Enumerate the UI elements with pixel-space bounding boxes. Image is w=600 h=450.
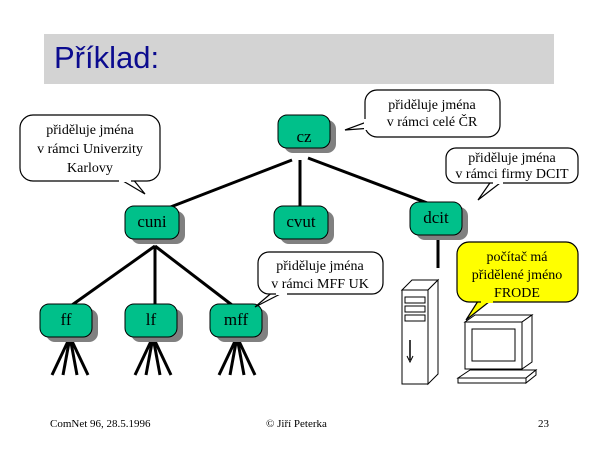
edge-cuni-ff (71, 244, 156, 307)
callout-cuni-line-3: Karlovy (67, 161, 113, 176)
callout-cuni-line-1: přiděluje jména (46, 123, 134, 138)
leaf-fans (50, 336, 257, 376)
node-cuni: cuni (124, 205, 185, 244)
fan-lf (133, 336, 173, 376)
fan-mff (217, 336, 257, 376)
node-lf: lf (124, 303, 183, 342)
node-label-lf: lf (146, 310, 157, 329)
node-label-mff: mff (224, 310, 249, 329)
footer-event: ComNet 96, 28.5.1996 (50, 418, 151, 430)
callout-computer-line-1: počítač má (486, 250, 548, 265)
callout-cuni: přiděluje jména v rámci Univerzity Karlo… (19, 114, 161, 195)
tree-edges (71, 156, 440, 307)
node-label-cz: cz (296, 127, 312, 146)
callout-cuni-line-2: v rámci Univerzity (37, 142, 143, 157)
callout-mff-line-2: v rámci MFF UK (271, 277, 369, 292)
callout-computer-line-2: přidělené jméno (472, 268, 563, 283)
callout-cz-line-1: přiděluje jména (388, 98, 476, 113)
callout-computer: počítač má přidělené jméno FRODE (456, 241, 579, 321)
node-ff: ff (39, 303, 98, 342)
edge-cz-dcit (307, 156, 439, 209)
node-label-ff: ff (60, 310, 71, 329)
fan-ff (50, 336, 90, 376)
callout-cz: přiděluje jména v rámci celé ČR (344, 89, 501, 138)
callout-computer-line-3: FRODE (494, 286, 540, 301)
node-dcit: dcit (409, 201, 468, 240)
node-label-cvut: cvut (286, 212, 316, 231)
callout-mff: přiděluje jména v rámci MFF UK (254, 251, 384, 308)
computer-icon (400, 278, 538, 386)
edge-cz-cuni (154, 158, 293, 215)
callout-mff-line-1: přiděluje jména (276, 259, 364, 274)
node-label-cuni: cuni (137, 212, 167, 231)
node-cz: cz (277, 114, 336, 153)
callout-dcit: přiděluje jména v rámci firmy DCIT (445, 147, 579, 201)
callout-cz-line-2: v rámci celé ČR (387, 113, 478, 130)
callout-dcit-line-1: přiděluje jména (468, 151, 556, 166)
title-bar: Příklad: (44, 34, 554, 84)
callout-dcit-line-2: v rámci firmy DCIT (455, 167, 569, 182)
node-mff: mff (209, 303, 268, 342)
edge-cuni-mff (154, 244, 233, 307)
slide-title: Příklad: (54, 40, 160, 75)
footer-page-number: 23 (538, 418, 549, 430)
node-label-dcit: dcit (423, 208, 449, 227)
node-cvut: cvut (273, 205, 334, 244)
footer-author: © Jiří Peterka (266, 418, 327, 430)
